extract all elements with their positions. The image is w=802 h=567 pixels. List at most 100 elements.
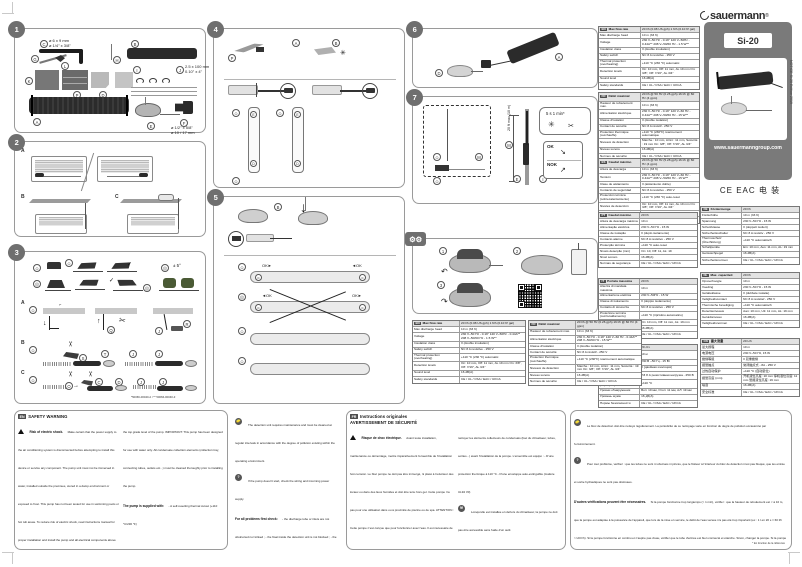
plate-K	[35, 70, 59, 90]
orient-label-1: OK►	[262, 263, 272, 268]
spec-key: Уровень шума	[599, 394, 641, 400]
spec-value: +110 °C auto-reset	[641, 242, 668, 247]
callout-C: C	[40, 40, 48, 48]
flat-base	[45, 290, 71, 291]
detector-tilt-d	[116, 277, 137, 288]
callout-T: T	[101, 350, 109, 358]
callout-B: B	[131, 40, 139, 48]
temp-note: 5 s 1 min*	[546, 111, 565, 116]
fr2-text-2: Si la pompe fonctionne trop longtemps (>…	[574, 500, 787, 540]
scissors-icon: ✂	[118, 315, 127, 326]
spec-value: 16 dB(A)	[642, 147, 655, 152]
pump-photo-body	[716, 71, 774, 90]
arrow-down-A: ↓	[43, 320, 47, 327]
footnote: * En fonction de la référence	[752, 542, 785, 545]
spec-key: 噪音	[701, 383, 743, 389]
screw-1	[131, 87, 197, 88]
lang-tag-en: EN	[18, 414, 27, 419]
detector-place-2	[298, 211, 328, 225]
spec-value: 230 V~50 Hz - 0.19" 120 V~50Hz - 0.44A**…	[642, 38, 690, 46]
spec-value: NC 8 A resistivo - 250 V	[642, 187, 675, 192]
callout-O: O	[65, 382, 73, 390]
spec-value: 10 m (33 ft)	[642, 167, 658, 172]
spec-key: Voltage	[599, 39, 641, 47]
spec-key: Normes de sécurité	[599, 153, 641, 160]
detector-flat	[47, 280, 65, 288]
callout-E2: E	[513, 175, 521, 183]
orient-1-r: ⊙	[359, 274, 366, 281]
assembly-step-b: B	[332, 39, 340, 47]
spec-key: 报警高度 (mm)	[701, 375, 743, 383]
spec-key: Contact de sécurité	[529, 350, 577, 355]
cable-B2	[125, 362, 153, 366]
pipe-C	[178, 198, 180, 229]
en2-text-0: The detection unit requires maintenance …	[235, 423, 335, 463]
vpump-icon-3: ☺	[232, 177, 240, 185]
spec-value: 230 V~50 Hz - 0.19" 120 V~60 Hz - 0.44A*…	[642, 109, 691, 117]
ac-grille-A2	[101, 160, 149, 173]
spec-value: 10 m (33 ft)	[577, 329, 593, 334]
spec-value: 16 дБ(A)	[641, 394, 654, 399]
install-rod	[305, 197, 307, 211]
fr-block-0: Risque de choc électrique. Avant toute i…	[350, 426, 562, 549]
panel-detector-badge: 5	[207, 189, 224, 206]
lang-title-en: SAFETY WARNING	[28, 414, 68, 419]
product-photo	[709, 58, 787, 140]
ac-unit-B	[35, 214, 87, 234]
fitting-detail-2	[366, 88, 375, 93]
orient-label-3: ◄OK	[262, 293, 272, 298]
ok-label: OK	[547, 144, 554, 149]
spec-value: II (dubbele isolatie)	[743, 290, 770, 295]
screw-3	[131, 95, 197, 96]
warning-triangle-icon-fr	[350, 434, 356, 440]
cable-C2	[133, 385, 157, 389]
lang-tag-fr: FR	[350, 414, 358, 419]
drain-pipe	[447, 109, 449, 161]
balloon-divider	[547, 160, 581, 161]
detector-tilt-ok	[47, 262, 61, 269]
spec-key: Max discharge head	[599, 33, 641, 38]
spec-key: Safety switch	[599, 53, 641, 59]
qr-code[interactable]	[516, 282, 544, 310]
elbow-tube-h	[39, 49, 83, 53]
spec-value: On: 10 mm, Off: 11 mm, AL: 19 mm	[641, 319, 690, 324]
tray-A2	[95, 308, 137, 314]
vpump-2-top: E	[294, 111, 301, 118]
brand-url[interactable]: www.sauermanngroup.com	[714, 145, 782, 151]
spec-row: Protezione termica (surriscaldamento)+11…	[599, 311, 697, 320]
scissors-icon-C1: ✂	[65, 371, 73, 377]
detector-place-1	[238, 209, 268, 223]
arrow-up-A: ↑	[97, 318, 101, 325]
pump-orient-4	[250, 363, 370, 375]
detector-tilt-c	[78, 277, 99, 288]
spec-value: +110 °C (230°F) réarmement automatique	[642, 129, 682, 138]
spec-header-value: 20 l/h	[743, 272, 751, 277]
spec-key: Schaltpunkte	[701, 245, 743, 251]
part-reference: *50066-00040-2 / ** 50066-00040-3	[131, 395, 176, 399]
spec-value: 16 dB(A)	[641, 254, 654, 259]
maint-cap-3	[457, 283, 483, 293]
callout-J5: J	[137, 378, 145, 386]
spec-header-value: 20 l/h	[743, 206, 751, 211]
spec-key: Altura de descarga	[599, 167, 641, 173]
text-panel-fr: FR Instructions originales AVERTISSEMENT…	[346, 410, 566, 550]
lang-head-en: EN SAFETY WARNING	[18, 414, 224, 419]
tilt-base-c	[75, 289, 105, 290]
spec-key: Förderhöhe	[701, 213, 743, 218]
pump-end-right	[126, 95, 128, 116]
fitting-detail-1	[284, 88, 293, 93]
spec-value: NC 8 A resistief - 250 V	[743, 296, 776, 301]
spec-header-value: 20 l/h @ 50 Hz (5.28 gph) 16 l/h @ 60 Hz…	[642, 158, 695, 166]
